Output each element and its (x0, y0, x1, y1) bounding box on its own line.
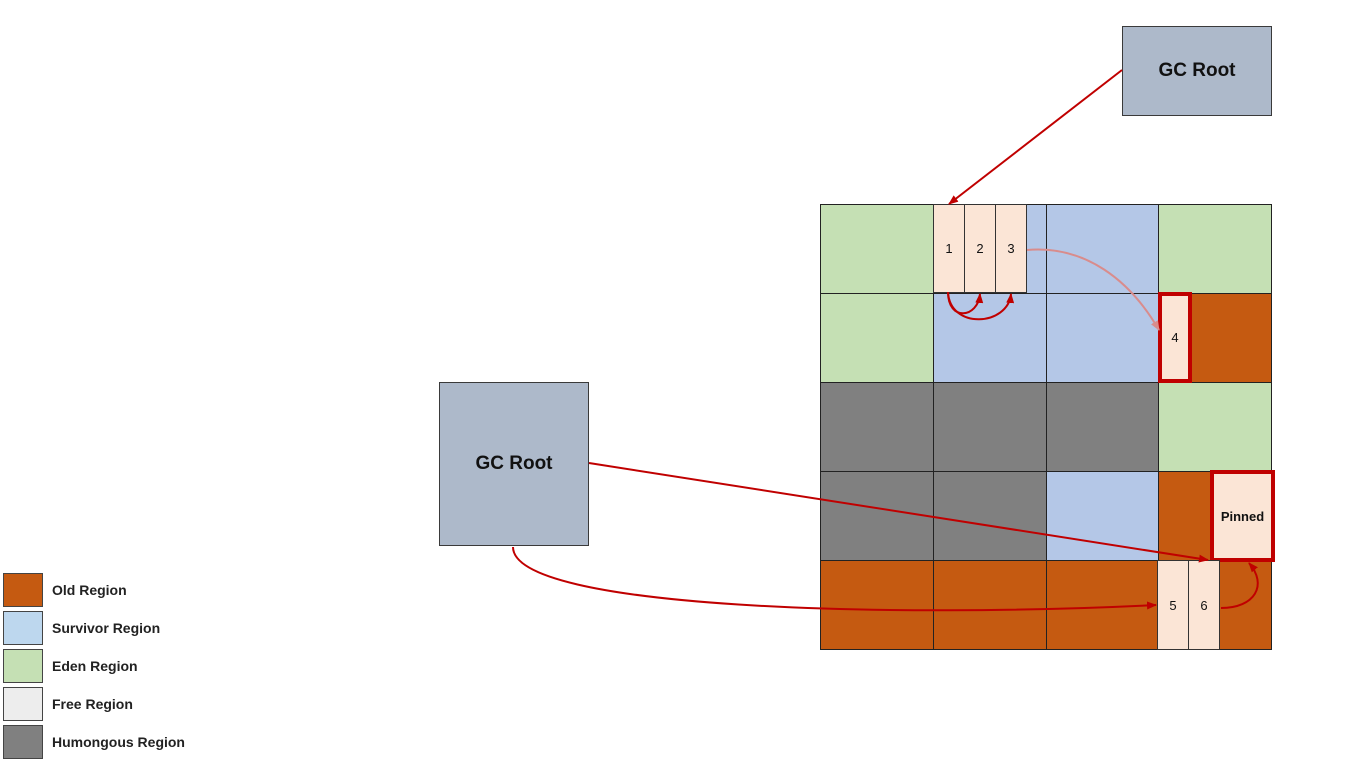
region-humongous (1046, 383, 1160, 472)
arrow-root-to-object-1 (948, 69, 1123, 205)
region-humongous (821, 383, 934, 472)
legend-label: Eden Region (52, 658, 138, 674)
legend-swatch (3, 687, 43, 721)
legend-label: Old Region (52, 582, 127, 598)
region-eden (1159, 383, 1272, 472)
gc-root-top: GC Root (1122, 26, 1272, 116)
region-survivor (1046, 205, 1160, 294)
region-humongous (821, 472, 934, 561)
region-humongous (933, 383, 1047, 472)
legend-swatch (3, 649, 43, 683)
object-6: 6 (1188, 560, 1220, 650)
object-1: 1 (933, 204, 965, 293)
region-survivor (1046, 472, 1160, 561)
region-old (933, 561, 1047, 650)
legend-swatch (3, 611, 43, 645)
object-2: 2 (964, 204, 996, 293)
region-survivor (1046, 294, 1160, 383)
pinned-object: Pinned (1210, 470, 1275, 562)
region-humongous (933, 472, 1047, 561)
legend-label: Free Region (52, 696, 133, 712)
legend-swatch (3, 725, 43, 759)
region-survivor (933, 294, 1047, 383)
region-eden (821, 205, 934, 294)
object-5: 5 (1157, 560, 1189, 650)
region-old (1046, 561, 1160, 650)
object-3: 3 (995, 204, 1027, 293)
region-eden (821, 294, 934, 383)
region-eden (1159, 205, 1272, 294)
gc-root-left: GC Root (439, 382, 589, 546)
legend-label: Humongous Region (52, 734, 185, 750)
legend-label: Survivor Region (52, 620, 161, 636)
object-4: 4 (1158, 292, 1192, 383)
region-old (821, 561, 934, 650)
legend-swatch (3, 573, 43, 607)
